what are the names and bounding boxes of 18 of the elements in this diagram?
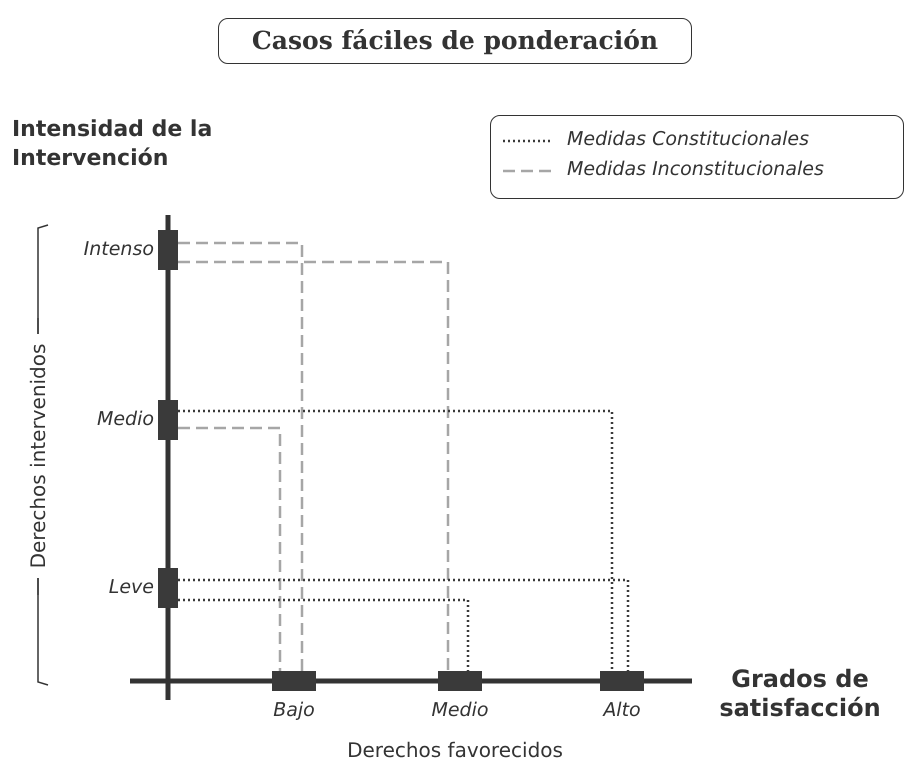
axis-title: Intensidad de la Intervención	[12, 116, 214, 173]
legend-label: Medidas Constitucionales	[567, 128, 810, 150]
connector-line	[178, 426, 282, 671]
legend-label: Medidas Inconstitucionales	[567, 158, 824, 180]
axis-title: Grados de satisfacción	[718, 665, 882, 723]
axis-caption: Derechos favorecidos	[346, 738, 564, 762]
tick-label: Intenso	[84, 238, 154, 260]
title: Casos fáciles de ponderación	[218, 18, 692, 64]
tick-label: Medio	[430, 699, 490, 721]
connector-line	[178, 598, 470, 671]
tick-label: Bajo	[272, 699, 316, 721]
tick-label: Alto	[602, 699, 642, 721]
tick-label: Leve	[108, 576, 154, 598]
tick-label: Medio	[96, 408, 154, 430]
connector-line	[178, 242, 304, 671]
connector-line	[178, 410, 614, 671]
connector-line	[178, 260, 450, 671]
connector-line	[178, 578, 630, 671]
